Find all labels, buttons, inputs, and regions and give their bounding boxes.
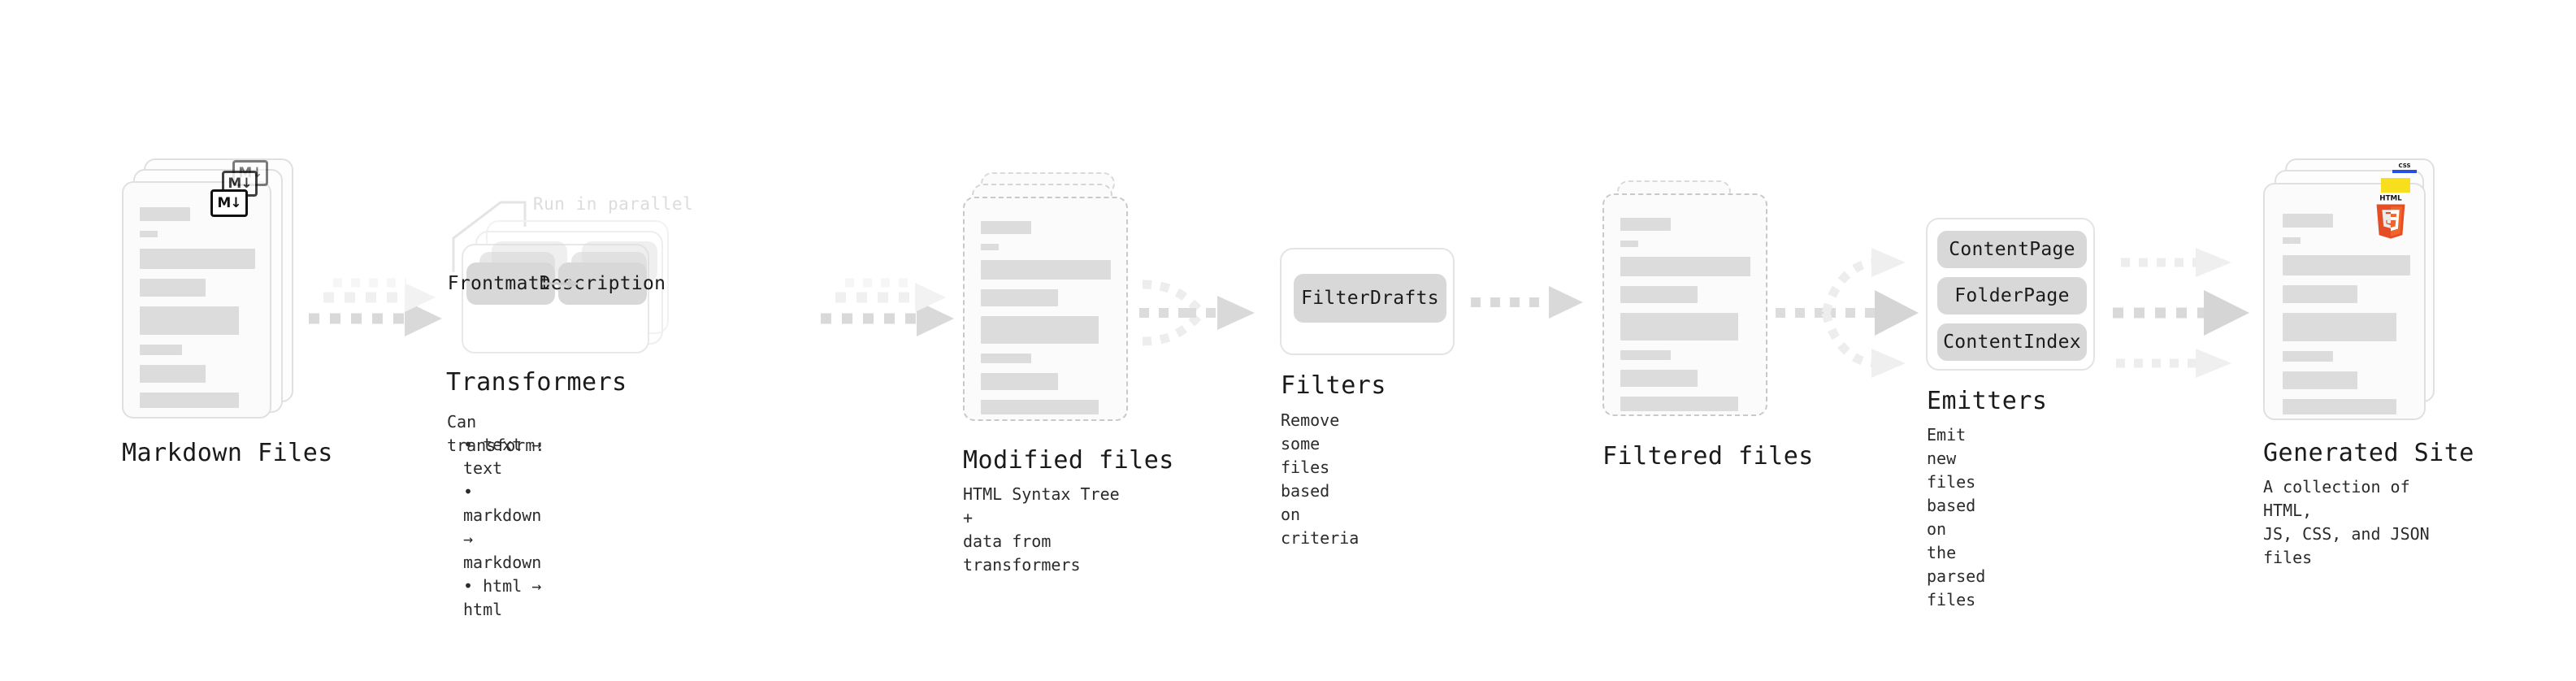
stage-desc-filters: Remove some files based on criteria (1281, 410, 1360, 548)
filtered-card-stack (1602, 180, 1777, 440)
modified-card-front (963, 197, 1128, 421)
skeleton-bar (140, 345, 182, 355)
connector-filtered-to-emitters (1776, 248, 1919, 378)
site-card-content (2265, 184, 2424, 419)
connector-transformers-to-modified (821, 278, 954, 336)
markdown-card-stack: M↓ M↓ M↓ (122, 158, 297, 419)
connector-filters-to-filtered (1471, 286, 1583, 319)
stage-markdown-files: M↓ M↓ M↓ Markdown Files (122, 158, 332, 467)
chip-label: ContentPage (1949, 239, 2075, 260)
skeleton-bar (1620, 350, 1671, 360)
filtered-card-front (1602, 193, 1767, 416)
skeleton-bar (140, 231, 158, 237)
filter-chip-filterdrafts[interactable]: FilterDrafts (1294, 274, 1446, 323)
stage-title-filtered-files: Filtered files (1602, 442, 1814, 471)
skeleton-bar (981, 221, 1031, 234)
skeleton-bar (1620, 286, 1698, 303)
stage-title-generated-site: Generated Site (2263, 439, 2474, 467)
skeleton-bar (1620, 313, 1738, 340)
bullet-label: html → html (463, 576, 542, 619)
emitters-box: ContentPage FolderPage ContentIndex (1926, 218, 2095, 371)
skeleton-bar (981, 316, 1099, 344)
stage-desc-modified-files: HTML Syntax Tree + data from transformer… (963, 484, 1120, 575)
run-in-parallel-label: Run in parallel (533, 194, 694, 214)
markdown-badge: M↓ (210, 189, 248, 217)
transformer-bullet-item: • text → text (463, 435, 542, 478)
bullet-label: text → text (463, 435, 542, 478)
site-card-stack: CSS HTML (2263, 158, 2450, 427)
svg-text:HTML: HTML (2379, 195, 2402, 203)
skeleton-bar (2283, 214, 2333, 228)
css-badge: CSS (2392, 163, 2418, 176)
transformer-bullet-list: • text → text • markdown → markdown • ht… (463, 433, 541, 622)
skeleton-bar (2283, 399, 2396, 414)
transformer-bullet-item: • html → html (463, 576, 542, 619)
skeleton-bar (140, 249, 255, 269)
chip-label: FilterDrafts (1301, 288, 1439, 309)
filters-box: FilterDrafts (1280, 248, 1455, 355)
transformer-bullet-item: • markdown → markdown (463, 482, 542, 572)
transformer-chip-description[interactable]: Description (540, 262, 666, 305)
css-badge-label: CSS (2398, 163, 2411, 169)
filtered-card-content (1604, 195, 1766, 414)
stage-desc-emitters: Emit new files based on the parsed files (1927, 425, 1986, 609)
modified-card-stack (963, 172, 1138, 440)
skeleton-bar (2283, 351, 2333, 362)
connector-markdown-to-transformers (309, 278, 442, 336)
stage-desc-generated-site: A collection of HTML, JS, CSS, and JSON … (2263, 477, 2430, 567)
skeleton-bar (1620, 370, 1698, 387)
skeleton-bar (140, 393, 239, 408)
stage-title-markdown-files: Markdown Files (122, 439, 333, 467)
stage-modified-files: Modified files HTML Syntax Tree + data f… (963, 172, 1173, 575)
skeleton-bar (2283, 237, 2301, 244)
markdown-card-content (124, 183, 270, 417)
skeleton-bar (1620, 241, 1638, 247)
skeleton-bar (140, 207, 190, 221)
stage-filtered-files: Filtered files (1602, 180, 1813, 471)
skeleton-bar (2283, 371, 2357, 389)
connector-emitters-to-site (2113, 248, 2249, 378)
skeleton-bar (140, 306, 239, 335)
skeleton-bar (981, 289, 1058, 306)
skeleton-bar (981, 260, 1111, 280)
skeleton-bar (2283, 285, 2357, 303)
run-in-parallel-bracket (452, 201, 527, 272)
chip-label: FolderPage (1954, 285, 2070, 306)
bullet-label: markdown → markdown (463, 505, 542, 572)
stage-title-filters: Filters (1281, 371, 1386, 400)
skeleton-bar (140, 279, 206, 297)
stage-desc-transformers: Can transform: (447, 412, 545, 455)
skeleton-bar (981, 373, 1058, 390)
modified-card-content (965, 198, 1126, 419)
stage-generated-site: CSS HTML Generated Site A collection of … (2263, 158, 2474, 567)
skeleton-bar (981, 354, 1031, 363)
transformer-inner-arrow (542, 279, 579, 288)
stage-title-emitters: Emitters (1927, 387, 2048, 415)
skeleton-bar (2283, 313, 2396, 341)
html5-badge: HTML (2376, 195, 2405, 239)
markdown-card-front (122, 181, 271, 419)
stage-title-transformers: Transformers (446, 368, 627, 397)
css-badge-bar (2392, 170, 2417, 173)
connector-modified-to-filters (1139, 280, 1255, 346)
chip-label: ContentIndex (1943, 332, 2081, 353)
stage-title-modified-files: Modified files (963, 446, 1174, 475)
skeleton-bar (1620, 397, 1738, 411)
skeleton-bar (140, 365, 206, 383)
skeleton-bar (1620, 218, 1671, 231)
skeleton-bar (981, 244, 999, 250)
emitter-chip-contentpage[interactable]: ContentPage (1937, 231, 2087, 268)
emitter-chip-contentindex[interactable]: ContentIndex (1937, 323, 2087, 361)
skeleton-bar (2283, 255, 2410, 275)
skeleton-bar (1620, 257, 1750, 276)
skeleton-bar (981, 400, 1099, 414)
js-badge (2381, 178, 2410, 193)
emitter-chip-folderpage[interactable]: FolderPage (1937, 277, 2087, 314)
